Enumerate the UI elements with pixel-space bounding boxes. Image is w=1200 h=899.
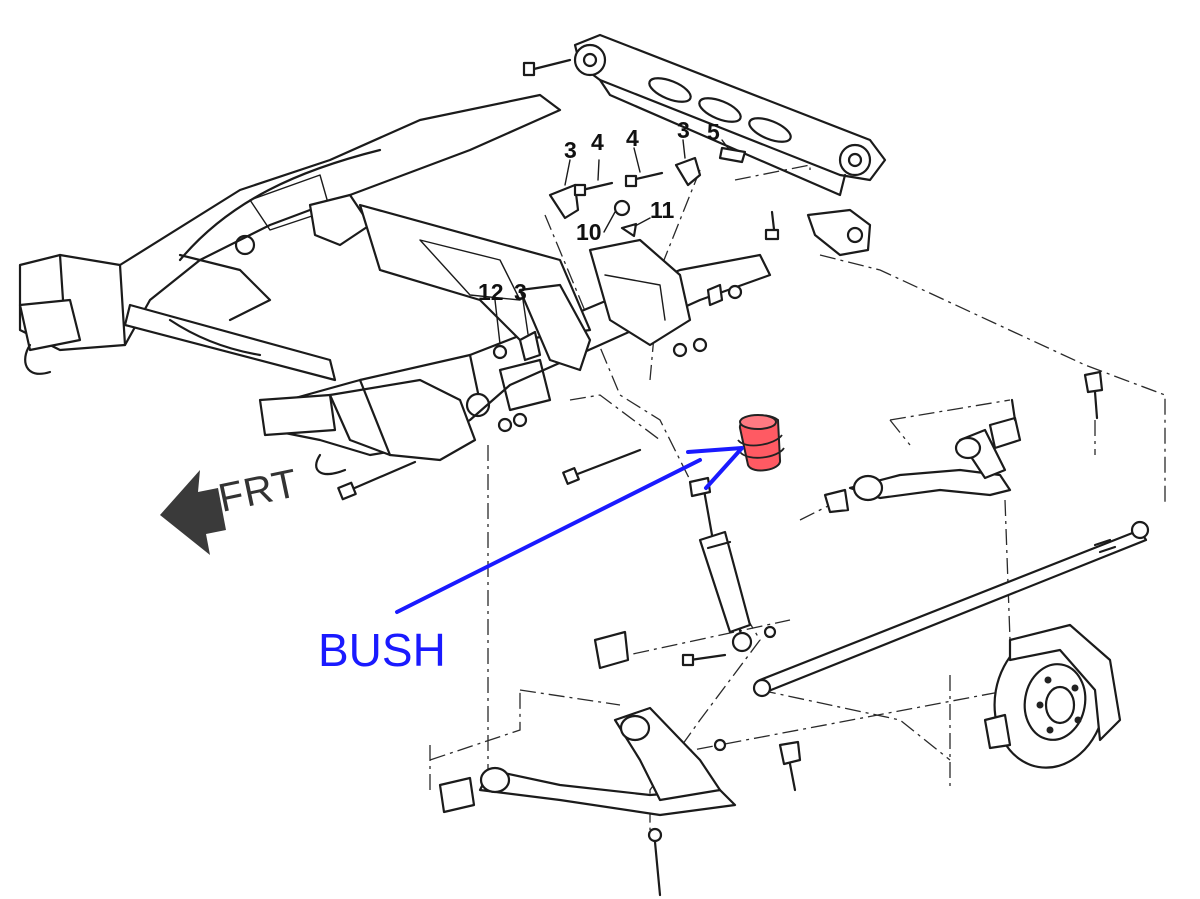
callout-11: 11 [650,197,675,223]
callout-4a: 4 [591,129,604,155]
part-callouts: 3 4 4 3 5 10 11 12 3 [478,117,729,345]
shock-absorber [688,476,753,653]
wheel-hub-assembly [983,623,1122,769]
callout-12: 12 [478,279,504,305]
callout-10: 10 [576,219,602,245]
bush-highlight [737,414,785,472]
bush-pointer: BUSH [318,446,744,676]
torsion-bar [752,520,1150,698]
front-arrow-icon [160,470,226,555]
callout-5: 5 [707,119,720,145]
bush-label: BUSH [318,624,446,676]
callout-3a: 3 [564,137,577,163]
callout-3b: 3 [677,117,690,143]
callout-4b: 4 [626,125,639,151]
callout-3c: 3 [514,279,527,305]
pointer-arrow-icon [686,446,744,490]
upper-control-arm [823,370,1104,514]
frame-assembly [18,93,772,476]
lower-control-arm [438,630,802,897]
hardware-parts [337,146,777,752]
front-direction-indicator: FRT [160,461,302,555]
assembly-guide-lines [429,164,1166,830]
frt-label: FRT [215,461,302,521]
